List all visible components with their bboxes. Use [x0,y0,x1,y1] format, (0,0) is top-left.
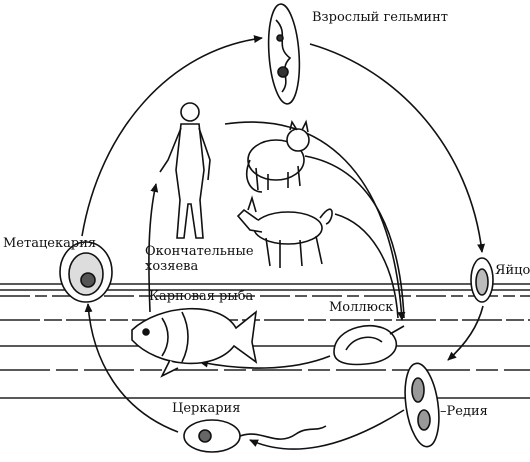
arrow-dog-to-mollusk [334,213,399,319]
metacercaria-illustration [59,241,113,303]
label-carp-fish: Карповая рыба [149,289,254,304]
redia-illustration [404,362,440,448]
cercaria-illustration [183,419,327,453]
label-mollusk: Моллюск [329,300,394,315]
arrow-metacercaria-to-adult [81,35,263,237]
arrow-mollusk-to-fish [199,355,331,369]
lifecycle-arrows [81,35,486,450]
label-cercaria: Церкария [172,401,241,416]
label-definitive-hosts: Окончательные хозяева [145,244,254,274]
egg-illustration [470,257,494,303]
arrow-adult-to-egg [309,43,486,253]
human-host-illustration [159,102,211,239]
label-redia: –Редия [440,404,488,419]
label-metacercaria: Метацекария [3,236,97,251]
label-egg: Яйцо [495,263,530,278]
adult-helminth-illustration [267,3,301,105]
arrow-cercaria-to-metacercaria [84,303,179,433]
arrow-cat-to-mollusk [304,155,405,319]
arrow-redia-to-cercaria [249,409,405,450]
carp-fish-illustration [131,307,258,378]
arrow-egg-to-redia [447,305,484,361]
arrow-human-to-mollusk [224,121,406,321]
dog-host-illustration [236,195,333,268]
label-adult-helminth: Взрослый гельминт [312,10,448,25]
mollusk-illustration [333,325,405,366]
cat-host-illustration [246,119,310,193]
arrow-fish-to-human [148,183,159,313]
